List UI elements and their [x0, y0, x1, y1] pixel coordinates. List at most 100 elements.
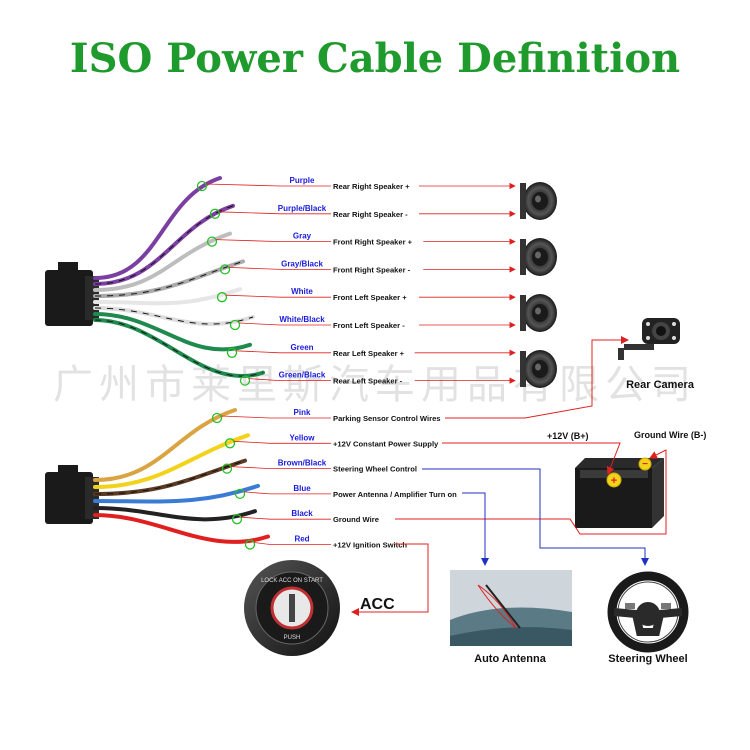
ground-line: [395, 449, 667, 535]
speaker-icon: [520, 238, 557, 276]
rear-camera-label: Rear Camera: [626, 379, 695, 391]
wire-stripe: [94, 319, 264, 377]
wire-color-label: Red: [294, 535, 309, 544]
wire-marker: [229, 319, 241, 331]
leader-line: [243, 491, 331, 495]
wire-function-label: Rear Left Speaker -: [333, 377, 403, 386]
wire-stripe: [94, 260, 244, 297]
wire-function-label: +12V Ignition Switch: [333, 541, 407, 550]
leader-line: [228, 267, 331, 270]
battery-ground-label: Ground Wire (B-): [634, 430, 706, 440]
wire-function-label: Power Antenna / Amplifier Turn on: [333, 490, 457, 499]
leader-line: [230, 466, 331, 469]
leader-line: [253, 542, 331, 545]
wire-marker: [224, 438, 236, 449]
speaker-icon: [520, 294, 557, 332]
connector-b: [45, 465, 99, 524]
wire-marker: [231, 514, 243, 525]
leader-line: [215, 239, 331, 242]
wire-function-label: Parking Sensor Control Wires: [333, 414, 441, 423]
wire-function-label: Rear Left Speaker +: [333, 349, 405, 358]
leader-line: [205, 183, 331, 187]
wire-marker: [234, 488, 246, 500]
watermark: 广州市莱里斯汽车用品有限公司: [53, 362, 697, 408]
wire-function-label: Ground Wire: [333, 515, 379, 524]
svg-text:+: +: [611, 475, 617, 487]
wire-color-label: Brown/Black: [278, 459, 327, 468]
wires-b: [93, 408, 270, 544]
wire-marker: [221, 463, 233, 474]
wire-stripe: [94, 460, 246, 495]
wire-color-label: Pink: [294, 408, 311, 417]
steering-wheel-label: Steering Wheel: [608, 653, 687, 665]
steering-control-line: [422, 468, 649, 566]
camera-signal-line: [445, 336, 629, 419]
wire-yellow: [93, 433, 250, 489]
wire-marker: [219, 264, 231, 275]
wire-gray: [93, 231, 232, 292]
wires-a: [93, 176, 265, 379]
wire-marker: [206, 236, 218, 247]
wire-function-label: Front Right Speaker +: [333, 238, 413, 247]
wire-color-label: Yellow: [290, 433, 316, 442]
speaker-icon: [520, 350, 557, 388]
wire-white-black: [93, 306, 255, 326]
wire-color-label: White: [291, 287, 313, 296]
wire-pink: [93, 408, 237, 482]
auto-antenna-label: Auto Antenna: [474, 653, 547, 665]
wire-purple: [93, 176, 222, 280]
wire-function-label: Steering Wheel Control: [333, 465, 417, 474]
speaker-icon: [520, 182, 557, 220]
battery-positive-label: +12V (B+): [547, 431, 589, 441]
steering-wheel-icon: [607, 571, 689, 653]
battery-icon: + −: [575, 457, 664, 528]
ignition-switch-icon: [244, 560, 340, 656]
speakers: [520, 182, 557, 388]
wire-marker: [244, 539, 256, 550]
leader-line: [238, 322, 331, 326]
wire-marker: [211, 412, 223, 424]
wire-function-label: Rear Right Speaker -: [333, 210, 408, 219]
wire-marker: [196, 180, 208, 192]
wire-blue: [93, 483, 260, 504]
wire-color-label: Gray: [293, 232, 312, 241]
antenna-line: [462, 492, 489, 566]
wire-function-label: Front Left Speaker -: [333, 321, 405, 330]
wire-color-label: Blue: [293, 484, 311, 493]
acc-push-text: PUSH: [284, 635, 301, 641]
wire-white: [93, 287, 242, 306]
wire-marker: [239, 375, 251, 386]
wire-black: [93, 506, 257, 522]
constant-power-line: [442, 442, 621, 475]
leader-line: [240, 516, 331, 520]
wire-color-label: Purple: [290, 176, 315, 185]
wire-marker: [209, 208, 221, 219]
wire-function-label: Front Right Speaker -: [333, 265, 411, 274]
ignition-line: [351, 543, 429, 616]
wire-marker: [216, 292, 228, 303]
wire-function-label: +12V Constant Power Supply: [333, 439, 439, 448]
wire-function-label: Rear Right Speaker +: [333, 182, 410, 191]
wire-color-label: Black: [291, 509, 313, 518]
leader-line: [233, 440, 331, 444]
wire-marker: [226, 347, 238, 358]
leader-line: [248, 378, 331, 381]
acc-switch-text: LOCK ACC ON START: [261, 578, 323, 584]
acc-label: ACC: [360, 596, 395, 613]
svg-text:−: −: [642, 459, 648, 470]
rear-camera-icon: [618, 318, 680, 360]
wire-color-label: Green: [290, 343, 313, 352]
wire-function-label: Front Left Speaker +: [333, 293, 407, 302]
wire-purple-black: [93, 203, 235, 286]
auto-antenna-icon: [450, 570, 572, 646]
wire-color-label: Gray/Black: [281, 259, 323, 268]
leader-line: [218, 211, 331, 215]
leader-line: [220, 415, 331, 419]
leader-line: [235, 350, 331, 354]
page-title: ISO Power Cable Definition: [70, 35, 680, 82]
wire-color-label: Purple/Black: [278, 204, 327, 213]
wire-color-label: Green/Black: [279, 371, 326, 380]
